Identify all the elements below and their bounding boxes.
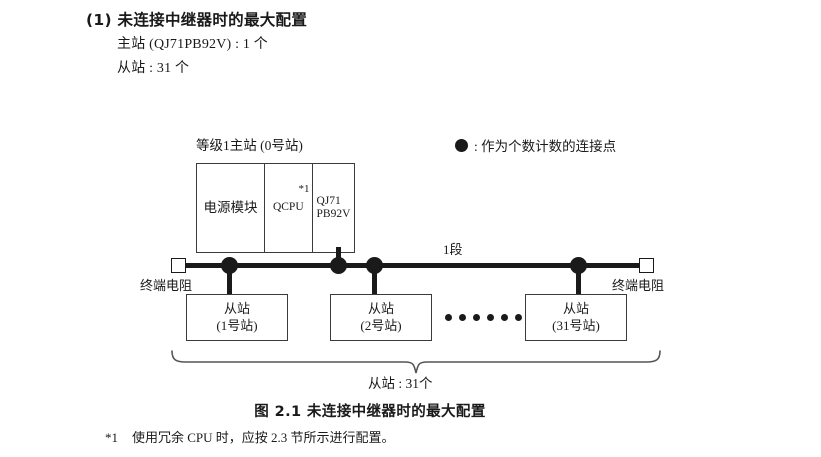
slave-station-box-1: 从站 (1号站) xyxy=(186,294,288,341)
footnote-text: 使用冗余 CPU 时，应按 2.3 节所示进行配置。 xyxy=(132,430,395,445)
drop-line-slave-2 xyxy=(372,265,377,295)
section-heading: (1) 未连接中继器时的最大配置 xyxy=(86,11,308,29)
rack-cell-cpu-label: QCPU xyxy=(272,201,304,214)
rack-cell-cpu: QCPU *1 xyxy=(265,164,313,252)
slave-station-number: (1号站) xyxy=(216,317,258,333)
brace-label: 从站 : 31个 xyxy=(368,376,433,391)
filled-circle-icon xyxy=(455,138,468,152)
spec-line-slave: 从站 : 31 个 xyxy=(117,61,190,76)
drop-line-slave-1 xyxy=(227,265,232,295)
slave-station-box-31: 从站 (31号站) xyxy=(525,294,627,341)
slave-station-name: 从站 xyxy=(223,301,250,317)
slave-station-name: 从站 xyxy=(562,301,589,317)
footnote: *1 使用冗余 CPU 时，应按 2.3 节所示进行配置。 xyxy=(105,427,395,446)
terminator-right-icon xyxy=(639,258,654,273)
rack-cell-cpu-footnote-mark: *1 xyxy=(298,183,310,195)
slave-station-number: (2号站) xyxy=(360,317,402,333)
spec-line-master: 主站 (QJ71PB92V) : 1 个 xyxy=(117,37,269,52)
rack-cell-power-label: 电源模块 xyxy=(203,200,258,216)
bus-segment-label: 1段 xyxy=(443,242,463,257)
slave-station-number: (31号站) xyxy=(552,317,600,333)
figure-caption: 图 2.1 未连接中继器时的最大配置 xyxy=(254,404,486,420)
rack-caption: 等级1主站 (0号站) xyxy=(196,138,303,153)
terminator-left-label: 终端电阻 xyxy=(140,278,193,293)
bus-trunk-line xyxy=(184,263,642,268)
drop-line-slave-31 xyxy=(576,265,581,295)
rack-cell-power-module: 电源模块 xyxy=(197,164,266,252)
connection-point-dot xyxy=(330,257,347,274)
ellipsis-dots-icon xyxy=(445,314,522,321)
footnote-mark: *1 xyxy=(105,430,118,445)
terminator-left-icon xyxy=(171,258,186,273)
slave-count-brace xyxy=(171,350,661,374)
slave-station-name: 从站 xyxy=(367,301,394,317)
terminator-right-label: 终端电阻 xyxy=(612,278,665,293)
legend: : 作为个数计数的连接点 xyxy=(455,135,616,155)
slave-station-box-2: 从站 (2号站) xyxy=(330,294,432,341)
legend-label: : 作为个数计数的连接点 xyxy=(474,139,617,154)
